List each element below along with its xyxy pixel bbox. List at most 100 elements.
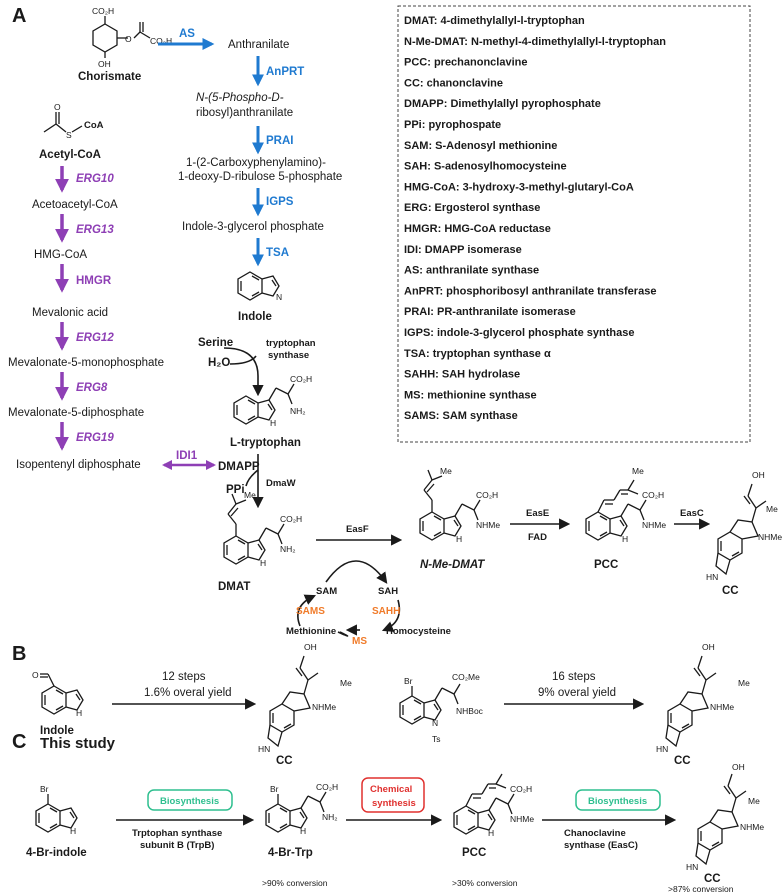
dmapp-in-curve <box>245 469 259 487</box>
legend-item: SAHH: SAH hydrolase <box>404 369 520 381</box>
panel-c-brtrp-label: 4-Br-Trp <box>268 847 313 859</box>
indole-label: Indole <box>238 311 272 323</box>
legend-item: AS: anthranilate synthase <box>404 265 539 277</box>
panel-c-bio-badge-2 <box>575 789 661 811</box>
erg13-label: ERG13 <box>76 224 114 236</box>
panel-c-conv-1: >90% conversion <box>262 878 328 888</box>
panel-b-steps-2: 16 steps <box>552 671 596 683</box>
pcc-co2h: CO₂H <box>642 490 664 500</box>
pcc-label: PCC <box>594 559 618 571</box>
legend-item: PCC: prechanonclavine <box>404 57 527 69</box>
legend-item: TSA: tryptophan synthase α <box>404 348 551 360</box>
h2o-label: H₂O <box>208 357 230 369</box>
ltrp-structure <box>233 383 295 425</box>
nme-dmat-structure <box>419 469 481 541</box>
panel-b-steps-1: 12 steps <box>162 671 206 683</box>
panel-b-indole-label: Indole <box>40 725 74 737</box>
legend-item: SAH: S-adenosylhomocysteine <box>404 161 567 173</box>
chorismate-label: Chorismate <box>78 71 141 83</box>
cc-a-oh: OH <box>752 470 765 480</box>
panel-label-b: B <box>12 643 26 665</box>
idi1-label: IDI1 <box>176 450 198 462</box>
indole-nh: N <box>276 292 282 302</box>
as-enzyme-label: AS <box>179 28 195 40</box>
panel-b-cc1-nhme: NHMe <box>312 702 336 712</box>
panel-b-indole-nh: H <box>76 708 82 718</box>
anprt-label: AnPRT <box>266 66 304 78</box>
ltrp-label: L-tryptophan <box>230 437 301 449</box>
panel-b-ts: Ts <box>432 734 441 744</box>
panel-b-co2me: CO₂Me <box>452 672 480 682</box>
legend-item: DMAPP: Dimethylallyl pyrophosphate <box>404 98 601 110</box>
ipp-label: Isopentenyl diphosphate <box>16 459 141 471</box>
nme-dmat-me: Me <box>440 466 452 476</box>
hmgr-label: HMGR <box>76 275 112 287</box>
ltrp-nh2: NH₂ <box>290 406 306 416</box>
hcy-to-met-arrow <box>337 631 349 637</box>
legend-item: HMGR: HMG-CoA reductase <box>404 223 551 235</box>
panel-c-start-label: 4-Br-indole <box>26 847 87 859</box>
dmat-me: Me <box>244 490 256 500</box>
ltrp-nh: H <box>270 418 276 428</box>
panel-c-nh-1: H <box>70 826 76 836</box>
legend-item: IGPS: indole-3-glycerol phosphate syntha… <box>404 327 634 339</box>
erg10-label: ERG10 <box>76 173 114 185</box>
panel-c-easc-2: synthase (EasC) <box>564 840 638 851</box>
legend-item: HMG-CoA: 3-hydroxy-3-methyl-glutaryl-CoA <box>404 181 634 193</box>
dmat-structure <box>223 493 285 565</box>
legend-item: ERG: Ergosterol synthase <box>404 202 540 214</box>
mevalonic-label: Mevalonic acid <box>32 307 108 319</box>
acetylcoa-structure <box>43 112 83 133</box>
hmgcoa-label: HMG-CoA <box>34 249 87 261</box>
igp-label: Indole-3-glycerol phosphate <box>182 221 324 233</box>
pcc-nh: H <box>622 534 628 544</box>
cc-a-nhme: NHMe <box>758 532 782 542</box>
dmat-co2h: CO₂H <box>280 514 302 524</box>
serine-label: Serine <box>198 337 233 349</box>
panel-b-cc-label-1: CC <box>276 755 293 767</box>
chorismate-o: O <box>125 34 132 44</box>
sahh-label: SAHH <box>372 606 400 617</box>
legend-item: PPi: pyrophospate <box>404 119 501 131</box>
panel-c-cc-me: Me <box>748 796 760 806</box>
panel-label-a: A <box>12 5 26 27</box>
panel-c-4br-indole-structure <box>35 794 78 833</box>
acetylcoa-s: S <box>66 130 72 140</box>
tsa-label: TSA <box>266 247 289 259</box>
cdrp-line2: 1-deoxy-D-ribulose 5-phosphate <box>178 171 342 183</box>
legend-item: AnPRT: phosphoribosyl anthranilate trans… <box>404 285 656 297</box>
panel-b-indole-structure <box>40 673 84 715</box>
acetylcoa-o: O <box>54 102 61 112</box>
legend-box <box>397 5 751 443</box>
legend-item: CC: chanonclavine <box>404 77 503 89</box>
sah-label: SAH <box>378 586 398 597</box>
panel-b-cc1-oh: OH <box>304 642 317 652</box>
erg19-label: ERG19 <box>76 432 114 444</box>
panel-c-br-2: Br <box>270 784 279 794</box>
cc-a-hn: HN <box>706 572 718 582</box>
chorismate-structure <box>92 16 151 58</box>
dmat-nh: H <box>260 558 266 568</box>
dmat-nh2: NH₂ <box>280 544 296 554</box>
mvpp-label: Mevalonate-5-diphosphate <box>8 407 144 419</box>
panel-b-cc2-oh: OH <box>702 642 715 652</box>
panel-b-br: Br <box>404 676 413 686</box>
dmapp-label: DMAPP <box>218 461 260 473</box>
dmat-label: DMAT <box>218 581 250 593</box>
ltrp-co2h: CO₂H <box>290 374 312 384</box>
igps-label: IGPS <box>266 196 294 208</box>
panel-c-trp-nh2: NH₂ <box>322 812 338 822</box>
panel-c-easc-1: Chanoclavine <box>564 828 626 839</box>
panel-c-bio-1: Biosynthesis <box>160 796 219 807</box>
panel-b-indole-o: O <box>32 670 39 680</box>
trp-synthase-arrow <box>223 347 264 397</box>
panel-b-cc2-nhme: NHMe <box>710 702 734 712</box>
panel-c-cc-hn: HN <box>686 862 698 872</box>
nme-dmat-nh: H <box>456 534 462 544</box>
homocysteine-label: Homocysteine <box>386 626 451 637</box>
legend-list: DMAT: 4-dimethylallyl-l-tryptophanN-Me-D… <box>404 15 666 422</box>
nme-dmat-co2h: CO₂H <box>476 490 498 500</box>
panel-b-cc2-hn: HN <box>656 744 668 754</box>
prpa-line1: N-(5-Phospho-D- <box>196 92 284 104</box>
